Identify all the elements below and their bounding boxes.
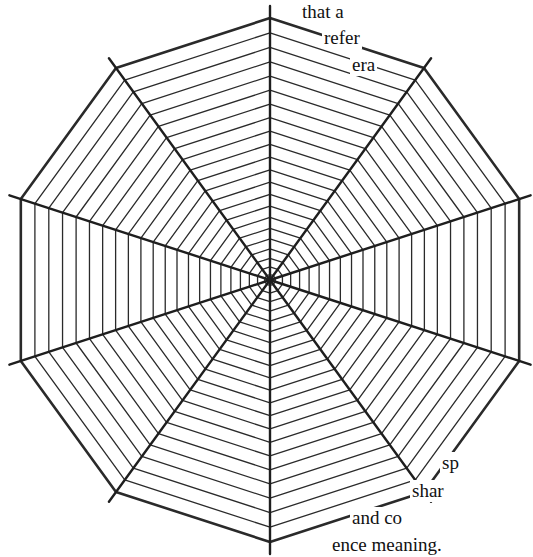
- web-spoke: [9, 195, 270, 280]
- text-fragment: shar: [410, 480, 446, 502]
- text-fragment: and co: [350, 507, 404, 529]
- text-fragment: sp: [440, 452, 461, 474]
- web-spoke: [9, 280, 270, 365]
- text-fragment: that a: [300, 1, 346, 23]
- text-fragment: refer: [322, 27, 362, 49]
- text-fragment: era: [350, 54, 377, 76]
- web-spoke: [270, 58, 431, 280]
- web-spoke: [270, 280, 431, 502]
- text-fragment: ence meaning.: [330, 534, 444, 556]
- web-spoke: [270, 195, 531, 280]
- web-spoke: [269, 280, 271, 554]
- web-spoke: [270, 280, 531, 365]
- web-spoke: [269, 6, 271, 280]
- web-spokes: [9, 6, 530, 554]
- web-spoke: [109, 58, 270, 280]
- web-spoke: [109, 280, 270, 502]
